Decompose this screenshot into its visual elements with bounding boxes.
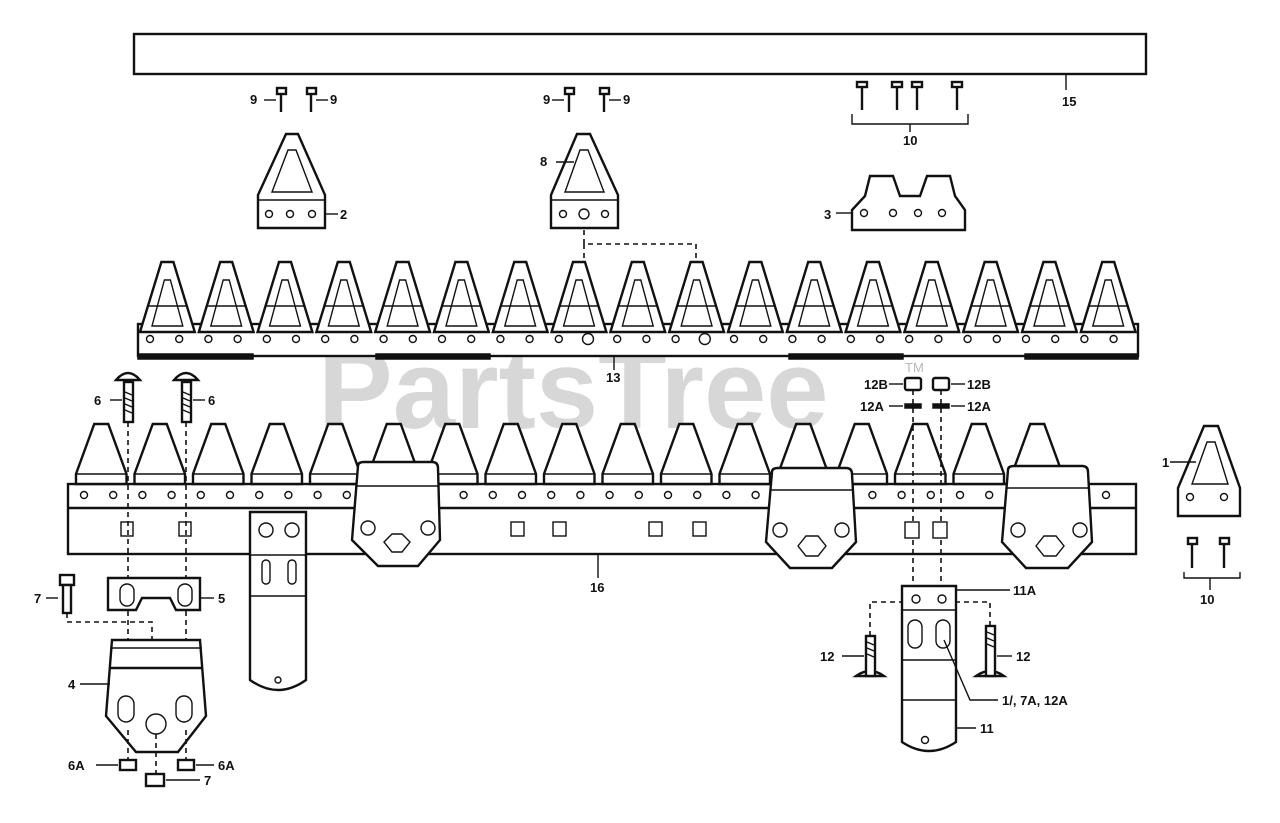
leader-8-dashed [583,230,697,262]
label-6a: 6 [94,393,101,408]
label-6b: 6 [208,393,215,408]
guard-finger [484,422,538,486]
part-7-nut-bottom[interactable] [144,772,200,788]
label-10-right: 10 [1200,592,1214,607]
label-9d: 9 [623,92,630,107]
knife-section [197,260,256,334]
part-10-bolts-top[interactable] [851,80,969,132]
guard-finger [659,422,713,486]
left-strap[interactable] [248,510,308,692]
label-12b-b: 12B [967,377,991,392]
guard-finger [893,422,947,486]
knife-section [1079,260,1138,334]
knife-section [726,260,785,334]
part-5-clip[interactable] [106,576,214,612]
label-6a-right: 6A [218,758,235,773]
guard-finger [952,422,1006,486]
screw-9-b [305,86,328,112]
part-10-bolts-right[interactable] [1183,536,1241,590]
label-7-top: 7 [34,591,41,606]
screw-9-a [264,86,288,112]
label-9a: 9 [250,92,257,107]
label-13: 13 [606,370,620,385]
part-9-screws[interactable] [264,86,621,112]
screw-9-c [552,86,576,112]
knife-bar-holes [145,332,1118,346]
part-11-strap[interactable] [900,584,1010,753]
part-16-guard-bar[interactable] [66,482,1138,556]
part-8-guard[interactable] [549,132,620,230]
label-12a-a: 12A [860,399,884,414]
guard-finger [74,422,128,486]
knife-section [667,260,726,334]
knife-section [373,260,432,334]
bar-square-holes [120,521,948,539]
part-6-bolts[interactable] [110,371,205,640]
label-3: 3 [824,207,831,222]
hold-down-clip-2[interactable] [764,466,858,570]
label-1: 1 [1162,455,1169,470]
part-4-clip[interactable] [80,638,208,774]
label-8: 8 [540,154,547,169]
part-12-bolts[interactable] [842,601,1012,678]
guard-finger [250,422,304,486]
label-9c: 9 [543,92,550,107]
part-6a-nuts[interactable] [96,758,214,772]
guard-finger [542,422,596,486]
label-11a: 11A [1013,583,1037,598]
guard-finger [601,422,655,486]
knife-section [491,260,550,334]
label-4: 4 [68,677,76,692]
guard-finger [191,422,245,486]
label-12-right: 12 [1016,649,1030,664]
hold-down-clip-1[interactable] [350,460,442,568]
knife-section [785,260,844,334]
label-9b: 9 [330,92,337,107]
part-7-bolt-top[interactable] [46,573,153,640]
knife-section [549,260,609,334]
part-3-guard[interactable] [836,174,967,232]
hold-down-clip-3[interactable] [1000,464,1094,570]
label-15-top: 15 [1062,94,1076,109]
label-12a-b: 12A [967,399,991,414]
knife-section [432,260,491,334]
label-16: 16 [590,580,604,595]
label-6a-left: 6A [68,758,85,773]
knife-section [138,260,197,334]
label-5: 5 [218,591,225,606]
knife-section [314,260,373,334]
part-12b-nuts[interactable] [889,376,965,392]
knife-section [1020,260,1079,334]
guard-finger [133,422,187,486]
knife-section [961,260,1020,334]
label-multi: 1/, 7A, 12A [1002,693,1068,708]
label-7-bottom: 7 [204,773,211,788]
part-12a-washers[interactable] [889,403,965,409]
label-2: 2 [340,207,347,222]
label-12b-a: 12B [864,377,888,392]
part-1-guard[interactable] [1170,424,1242,518]
part-2-guard[interactable] [256,132,338,230]
watermark-trademark: TM [905,360,924,375]
label-12-left: 12 [820,649,834,664]
knife-section [608,260,667,334]
label-11: 11 [980,721,994,736]
screw-9-d [598,86,621,112]
guard-bar-fingers [74,422,1111,500]
part-13-knife-assembly[interactable] [136,260,1140,360]
part-labels: 15 9 9 9 9 10 2 8 3 13 6 6 12B 12B 12A 1… [34,92,1214,788]
knife-section [902,260,961,334]
part-15-top-bar[interactable] [132,32,1148,76]
knife-section [255,260,315,334]
knife-section [843,260,903,334]
label-10-top: 10 [903,133,917,148]
